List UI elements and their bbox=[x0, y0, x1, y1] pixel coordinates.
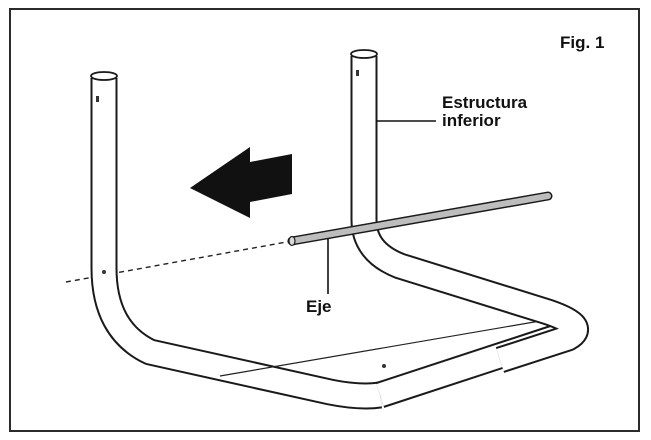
figure-number: Fig. 1 bbox=[560, 33, 605, 52]
lower-frame-label-line2: inferior bbox=[442, 110, 501, 130]
lower-frame-label-line1: Estructura bbox=[442, 93, 528, 112]
left-tube bbox=[90, 71, 382, 410]
lower-frame-tube bbox=[350, 49, 589, 373]
axle-rod bbox=[287, 191, 553, 247]
axle-label: Eje bbox=[306, 297, 332, 316]
arrow-left-icon bbox=[190, 147, 292, 218]
lower-frame-label: Estructura inferior bbox=[442, 94, 527, 130]
